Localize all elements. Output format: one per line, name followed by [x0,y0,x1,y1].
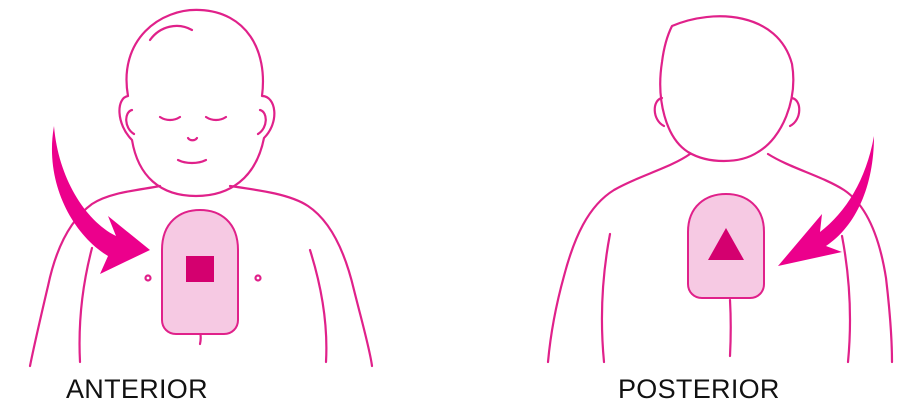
posterior-view [478,0,898,370]
posterior-illustration [478,0,898,370]
anterior-label: ANTERIOR [66,374,208,405]
posterior-arrow-icon [778,136,874,266]
infant-back-outline [548,16,892,362]
square-marker-icon [186,256,214,282]
posterior-label: POSTERIOR [618,374,780,405]
anterior-illustration [0,0,420,370]
anterior-view [0,0,420,370]
